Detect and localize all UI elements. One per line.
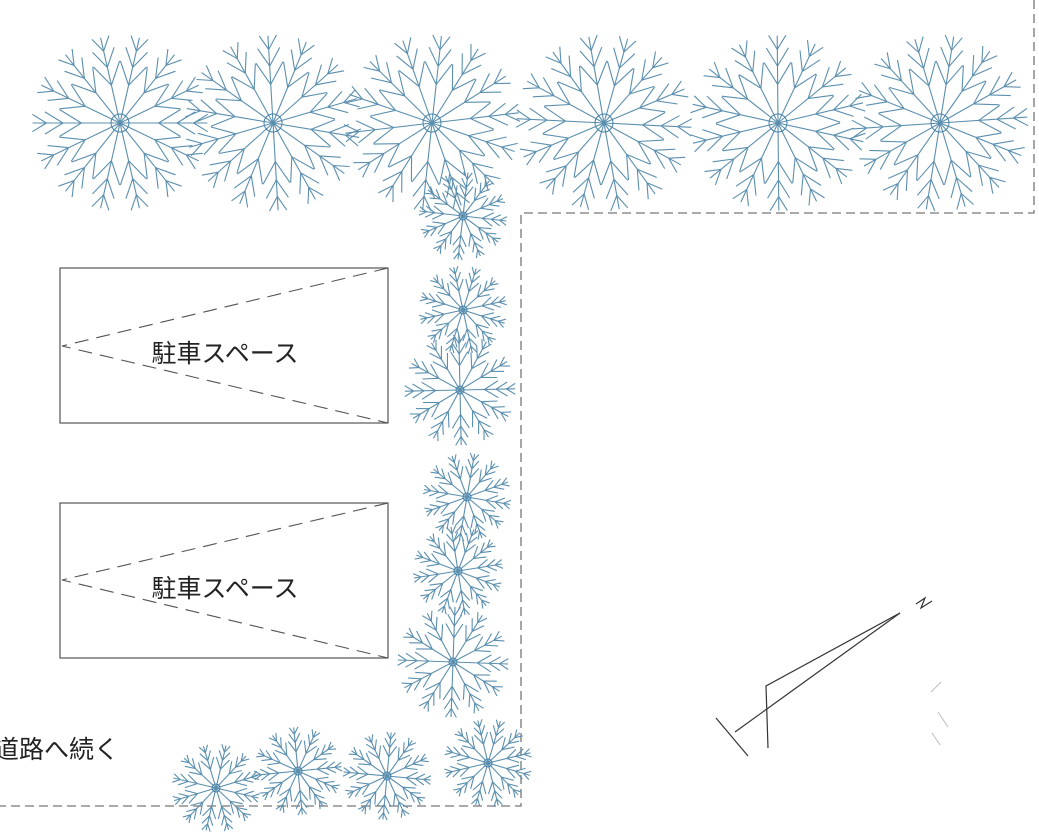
tree-symbol	[422, 452, 512, 542]
tree-symbol	[444, 719, 532, 807]
tree-symbol	[343, 34, 521, 212]
parking-space-1: 駐車スペース	[59, 267, 389, 424]
road-note-label: 道路へ続く	[0, 735, 119, 764]
tree-symbol	[418, 171, 508, 261]
property-boundary	[0, 0, 1035, 807]
tree-symbol	[419, 266, 507, 354]
tree-symbol	[404, 334, 516, 446]
tree-symbol	[253, 726, 343, 816]
tree-symbol	[32, 35, 208, 211]
north-letter-mark	[915, 596, 933, 610]
tree-symbol	[412, 525, 504, 617]
tree-symbol	[851, 34, 1029, 212]
road-note: 道路へ続く	[0, 733, 160, 765]
tree-symbol	[515, 34, 693, 212]
tree-symbol	[342, 731, 432, 821]
parking-space-2: 駐車スペース	[59, 502, 389, 659]
tree-group	[32, 34, 1029, 832]
north-arrow	[715, 596, 949, 757]
tree-symbol	[690, 34, 866, 212]
parking-space-label: 駐車スペース	[151, 574, 298, 603]
tree-symbol	[397, 606, 509, 718]
parking-space-label: 駐車スペース	[151, 339, 298, 368]
tree-symbol	[172, 744, 260, 832]
tree-symbol	[184, 34, 362, 212]
